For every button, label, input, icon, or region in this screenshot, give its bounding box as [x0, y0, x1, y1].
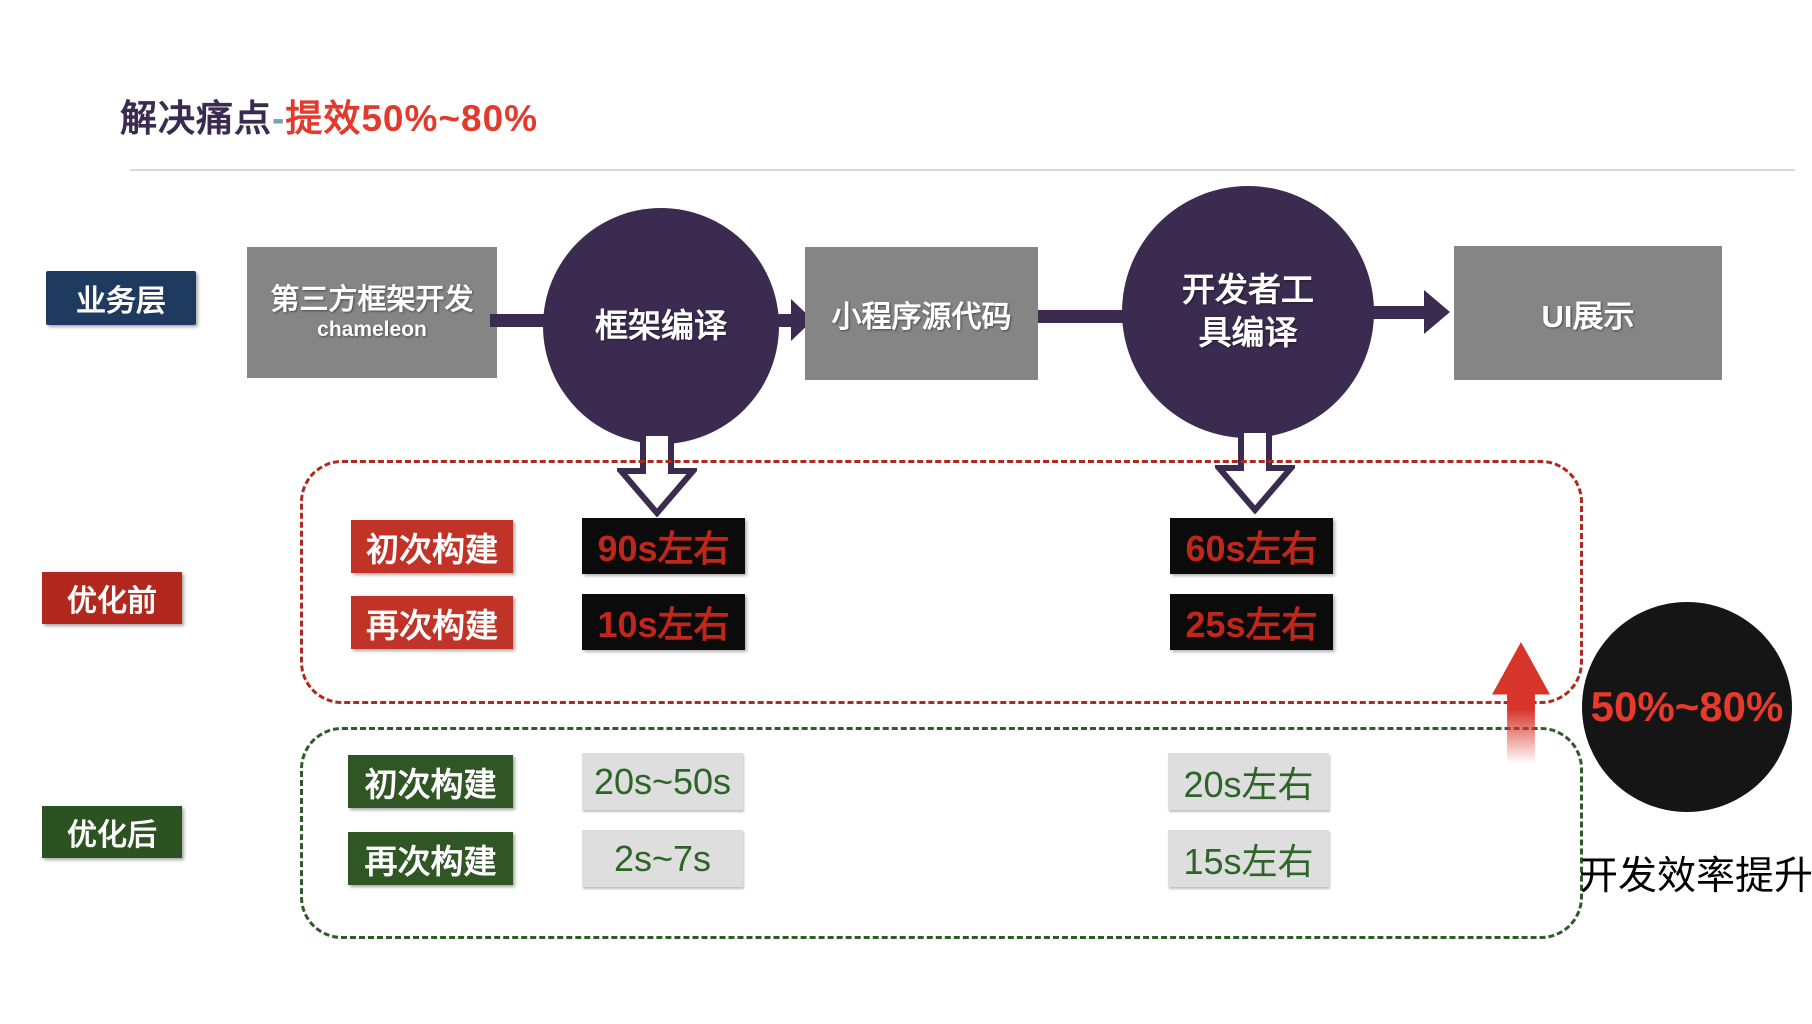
- flow-step-framework-dev: 第三方框架开发 chameleon: [247, 247, 497, 378]
- flow-circle-devtools-line1: 开发者工: [1182, 271, 1314, 309]
- flow-step-ui-display: UI展示: [1454, 246, 1722, 380]
- before-optimization-label: 优化前: [42, 572, 182, 624]
- down-arrow-icon: [617, 433, 697, 517]
- title-main: 解决痛点: [120, 98, 272, 139]
- layer-badge-business: 业务层: [46, 271, 196, 325]
- after-row-rebuild-label: 再次构建: [348, 832, 513, 885]
- before-row-rebuild-label: 再次构建: [351, 596, 513, 649]
- flow-step-framework-dev-title: 第三方框架开发: [270, 283, 474, 316]
- flow-connector-1: [490, 314, 552, 327]
- before-optimization-group: [300, 460, 1583, 704]
- flow-connector-2: [1038, 310, 1130, 323]
- title-highlight: 提效50%~80%: [285, 98, 539, 139]
- before-first-build-devtools-time: 60s左右: [1170, 518, 1333, 574]
- flow-circle-framework-compile: 框架编译: [543, 208, 779, 444]
- after-rebuild-devtools-time: 15s左右: [1168, 830, 1329, 887]
- flow-circle-devtools-compile: 开发者工 具编译: [1122, 186, 1374, 438]
- after-first-build-framework-time: 20s~50s: [582, 753, 743, 810]
- result-badge: 50%~80%: [1582, 602, 1792, 812]
- flow-circle-devtools-line2: 具编译: [1198, 314, 1298, 351]
- after-first-build-devtools-time: 20s左右: [1168, 753, 1329, 810]
- before-first-build-framework-time: 90s左右: [582, 518, 745, 574]
- after-optimization-label: 优化后: [42, 806, 182, 858]
- before-row-first-build-label: 初次构建: [351, 520, 513, 573]
- flow-arrow-2-stem: [1372, 306, 1424, 319]
- flow-step-framework-dev-subtitle: chameleon: [317, 318, 427, 342]
- flow-step-miniprogram-source: 小程序源代码: [805, 247, 1038, 380]
- result-caption: 开发效率提升: [1578, 855, 1812, 898]
- page-title: 解决痛点-提效50%~80%: [120, 88, 538, 142]
- before-rebuild-devtools-time: 25s左右: [1170, 594, 1333, 650]
- after-row-first-build-label: 初次构建: [348, 755, 513, 808]
- before-rebuild-framework-time: 10s左右: [582, 594, 745, 650]
- down-arrow-icon: [1215, 430, 1295, 514]
- title-divider: [130, 169, 1795, 171]
- flow-arrow-1-stem: [777, 314, 793, 327]
- flow-arrow-2-head-icon: [1424, 290, 1450, 334]
- after-rebuild-framework-time: 2s~7s: [582, 830, 743, 887]
- after-optimization-group: [300, 727, 1583, 939]
- title-dash: -: [272, 98, 286, 139]
